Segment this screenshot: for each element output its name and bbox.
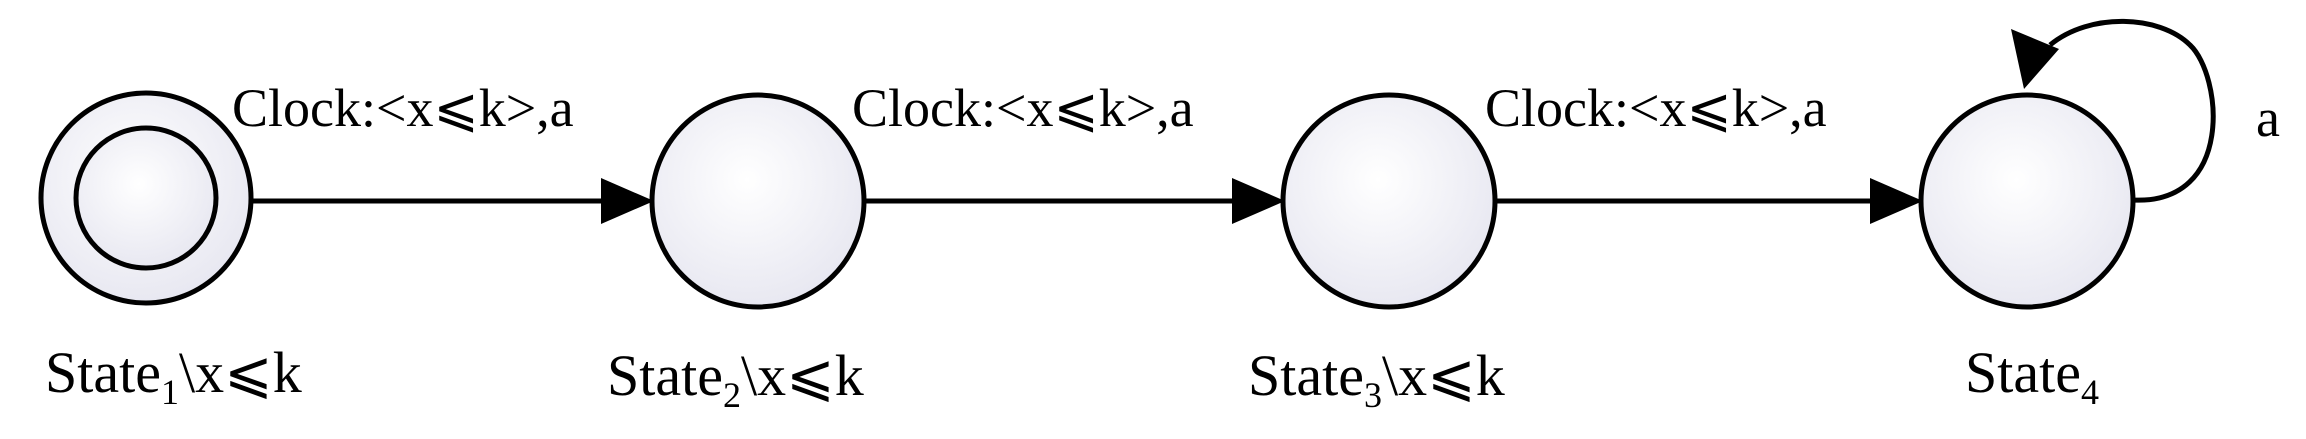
- state-circle: [1918, 92, 2136, 310]
- state-node-1: [38, 90, 254, 306]
- state-label-4: State4: [1965, 340, 2099, 412]
- arrowhead: [601, 178, 654, 224]
- transition-3-4: Clock:<x⩽k>,a: [1485, 78, 1923, 224]
- state-name: State: [45, 340, 161, 405]
- state-node-2: [649, 92, 867, 310]
- state-invariant: \x⩽k: [179, 340, 302, 405]
- accepting-inner-ring: [73, 125, 219, 271]
- state-subscript: 1: [161, 372, 179, 412]
- state-circle: [649, 92, 867, 310]
- self-loop-curve: [2048, 18, 2216, 203]
- self-loop-label: a: [2256, 88, 2280, 148]
- state-name: State: [607, 343, 723, 408]
- state-label-3: State3\x⩽k: [1248, 343, 1505, 415]
- state-label-2: State2\x⩽k: [607, 343, 864, 415]
- state-subscript: 4: [2081, 372, 2099, 412]
- state-node-3: [1280, 92, 1498, 310]
- state-name: State: [1248, 343, 1364, 408]
- arrowhead: [2011, 29, 2059, 89]
- state-invariant: \x⩽k: [1382, 343, 1505, 408]
- state-label-1: State1\x⩽k: [45, 340, 302, 412]
- arrowhead: [1232, 178, 1285, 224]
- transition-4-self-loop: a: [2011, 18, 2280, 203]
- state-invariant: \x⩽k: [741, 343, 864, 408]
- transition-label: Clock:<x⩽k>,a: [1485, 78, 1827, 138]
- state-node-4: [1918, 92, 2136, 310]
- state-name: State: [1965, 340, 2081, 405]
- transition-1-2: Clock:<x⩽k>,a: [232, 78, 654, 224]
- state-subscript: 3: [1364, 375, 1382, 415]
- transition-2-3: Clock:<x⩽k>,a: [852, 78, 1285, 224]
- transition-label: Clock:<x⩽k>,a: [852, 78, 1194, 138]
- transition-label: Clock:<x⩽k>,a: [232, 78, 574, 138]
- state-circle: [1280, 92, 1498, 310]
- arrowhead: [1870, 178, 1923, 224]
- state-subscript: 2: [723, 375, 741, 415]
